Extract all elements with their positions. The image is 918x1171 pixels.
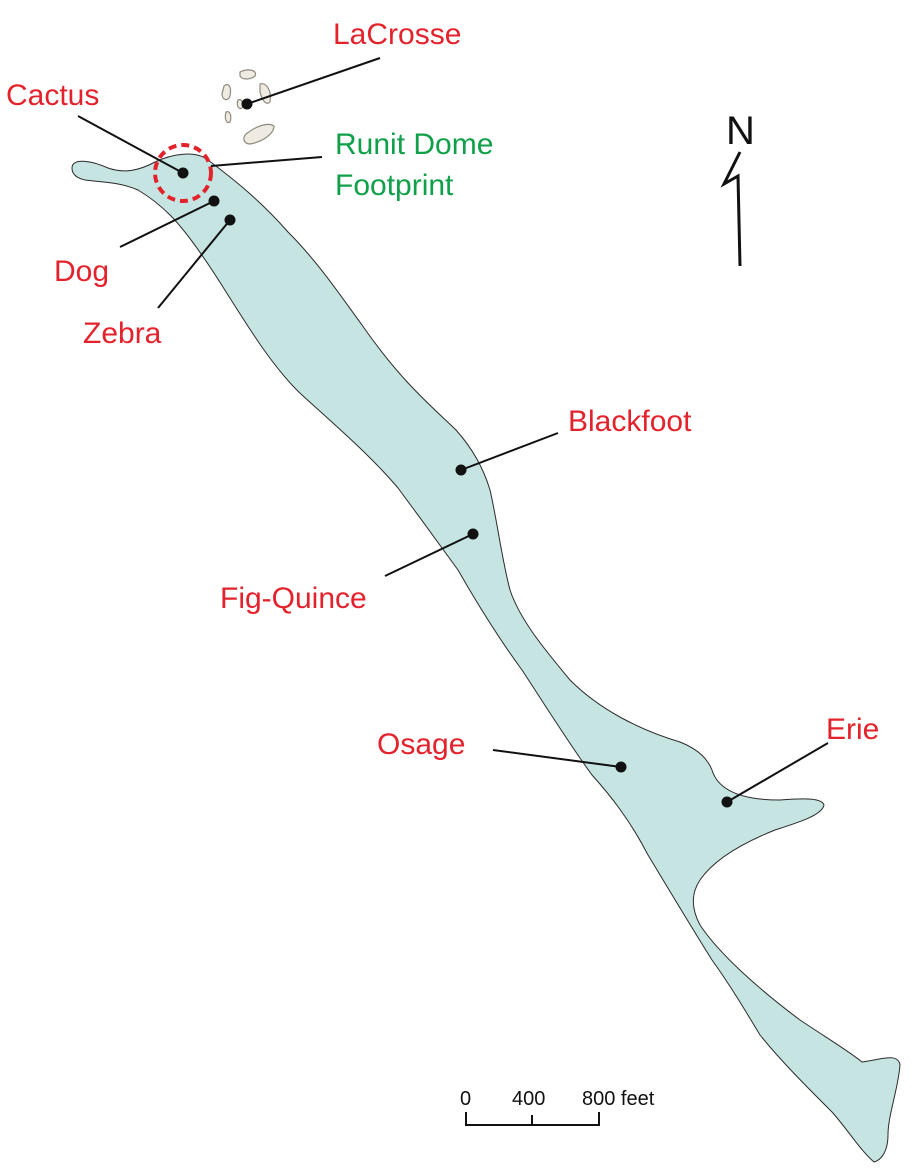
islet-5 (224, 111, 232, 124)
leader-erie (726, 742, 829, 803)
runit-dome-footprint-circle (153, 143, 213, 203)
north-letter: N (726, 109, 755, 153)
scale-tick-0: 0 (460, 1088, 471, 1110)
north-arrow-shaft (720, 151, 742, 267)
leader-osage (492, 749, 622, 768)
site-dot-dog (208, 195, 220, 207)
site-dot-lacrosse (241, 98, 253, 110)
site-dot-cactus (177, 167, 189, 179)
north-arrow: N (720, 109, 755, 267)
label-lacrosse: LaCrosse (333, 18, 461, 51)
label-dog: Dog (54, 255, 109, 288)
scale-bar: 0 400 800 feet (460, 1088, 655, 1126)
label-fig-quince: Fig-Quince (220, 582, 367, 615)
leader-blackfoot (460, 432, 559, 471)
site-markers (177, 98, 733, 808)
site-labels: LaCrosse Cactus Dog Zebra Blackfoot Fig-… (6, 18, 879, 761)
scale-tick-400: 400 (512, 1088, 545, 1110)
label-zebra: Zebra (83, 317, 162, 350)
leader-zebra (157, 219, 231, 309)
scale-tick-800: 800 feet (582, 1088, 655, 1110)
leader-cactus (77, 115, 184, 174)
runit-island (71, 153, 901, 1163)
islet-4 (236, 99, 244, 110)
site-dot-blackfoot (455, 464, 467, 476)
footprint-label-line1: Runit Dome (335, 128, 493, 161)
islet-3 (259, 83, 271, 104)
islet-1 (239, 69, 257, 80)
islet-6 (243, 123, 275, 145)
footprint-label-line2: Footprint (335, 169, 454, 202)
label-osage: Osage (377, 728, 465, 761)
scale-bar-line (465, 1112, 600, 1126)
footprint-label: Runit Dome Footprint (335, 128, 493, 202)
lacrosse-crater-islets (221, 69, 275, 145)
leader-fig-quince (384, 533, 474, 577)
site-dot-zebra (224, 214, 236, 226)
label-erie: Erie (826, 713, 879, 746)
site-dot-fig-quince (467, 528, 479, 540)
site-dot-osage (615, 761, 627, 773)
leader-dog (119, 200, 215, 248)
leader-lacrosse (246, 57, 381, 105)
islet-2 (221, 83, 232, 101)
label-blackfoot: Blackfoot (568, 405, 692, 438)
leader-lines (77, 57, 829, 803)
leader-footprint (210, 156, 323, 167)
site-dot-erie (721, 796, 733, 808)
label-cactus: Cactus (6, 79, 99, 112)
